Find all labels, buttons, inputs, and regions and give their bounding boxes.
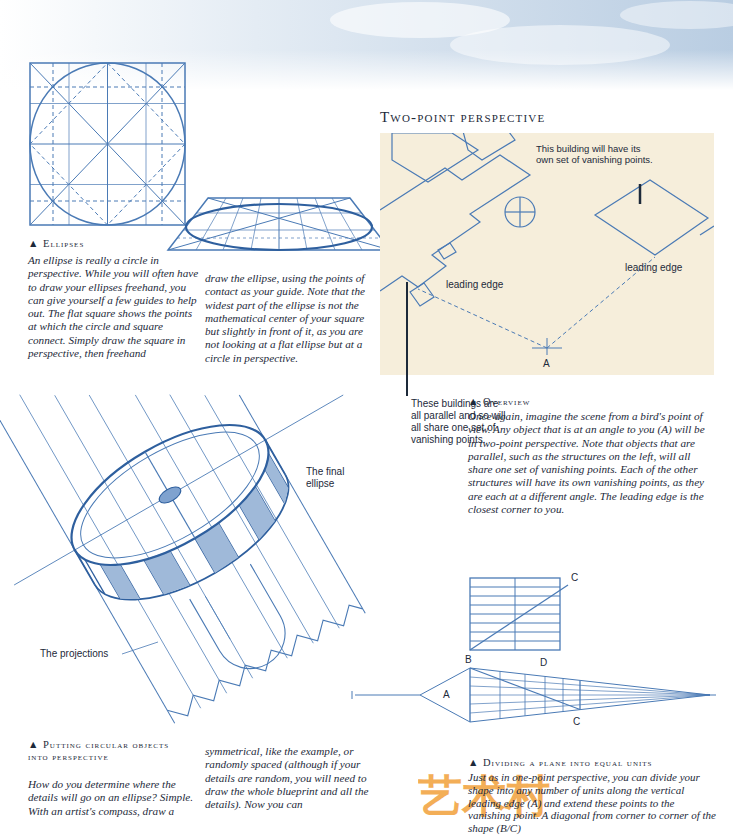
callout-text: This building will have its own set of v…	[536, 143, 656, 165]
point-letter: C	[573, 716, 580, 728]
square-circle	[30, 63, 185, 225]
section-heading: ▲ Ellipses	[28, 238, 198, 250]
figure-label: leading edge	[446, 279, 503, 291]
section-heading: ▲ Putting circular objects into perspect…	[28, 739, 193, 763]
body-text: An ellipse is really a circle in perspec…	[28, 254, 200, 360]
point-letter: B	[465, 654, 472, 666]
leader-line	[406, 282, 408, 396]
body-text: Once again, imagine the scene from a bir…	[468, 410, 716, 516]
point-letter: A	[543, 358, 550, 370]
perspective-square	[168, 198, 390, 250]
point-letter: A	[443, 689, 450, 701]
cylinder-illustration	[0, 240, 443, 758]
figure-label: leading edge	[625, 262, 682, 274]
grid-figure	[470, 578, 568, 650]
figure-label: The final ellipse	[306, 466, 364, 490]
point-letter: C	[571, 572, 578, 584]
body-text: draw the ellipse, using the points of co…	[205, 272, 375, 365]
section-heading: ▲ Overview	[468, 396, 708, 408]
perspective-plane	[352, 668, 716, 722]
body-text: symmetrical, like the example, or random…	[205, 745, 375, 811]
sky-band	[0, 0, 733, 90]
leader-line	[122, 642, 158, 654]
point-letter: D	[540, 657, 547, 669]
buildings-plan	[380, 133, 714, 355]
figure-label: The projections	[40, 648, 120, 660]
panel-ground	[380, 133, 714, 375]
body-text: Just as in one-point perspective, you ca…	[468, 771, 716, 835]
section-heading: ▲ Dividing a plane into equal units	[468, 757, 718, 769]
body-text: How do you determine where the details w…	[28, 778, 200, 818]
section-title: Two-point perspective	[380, 108, 545, 126]
